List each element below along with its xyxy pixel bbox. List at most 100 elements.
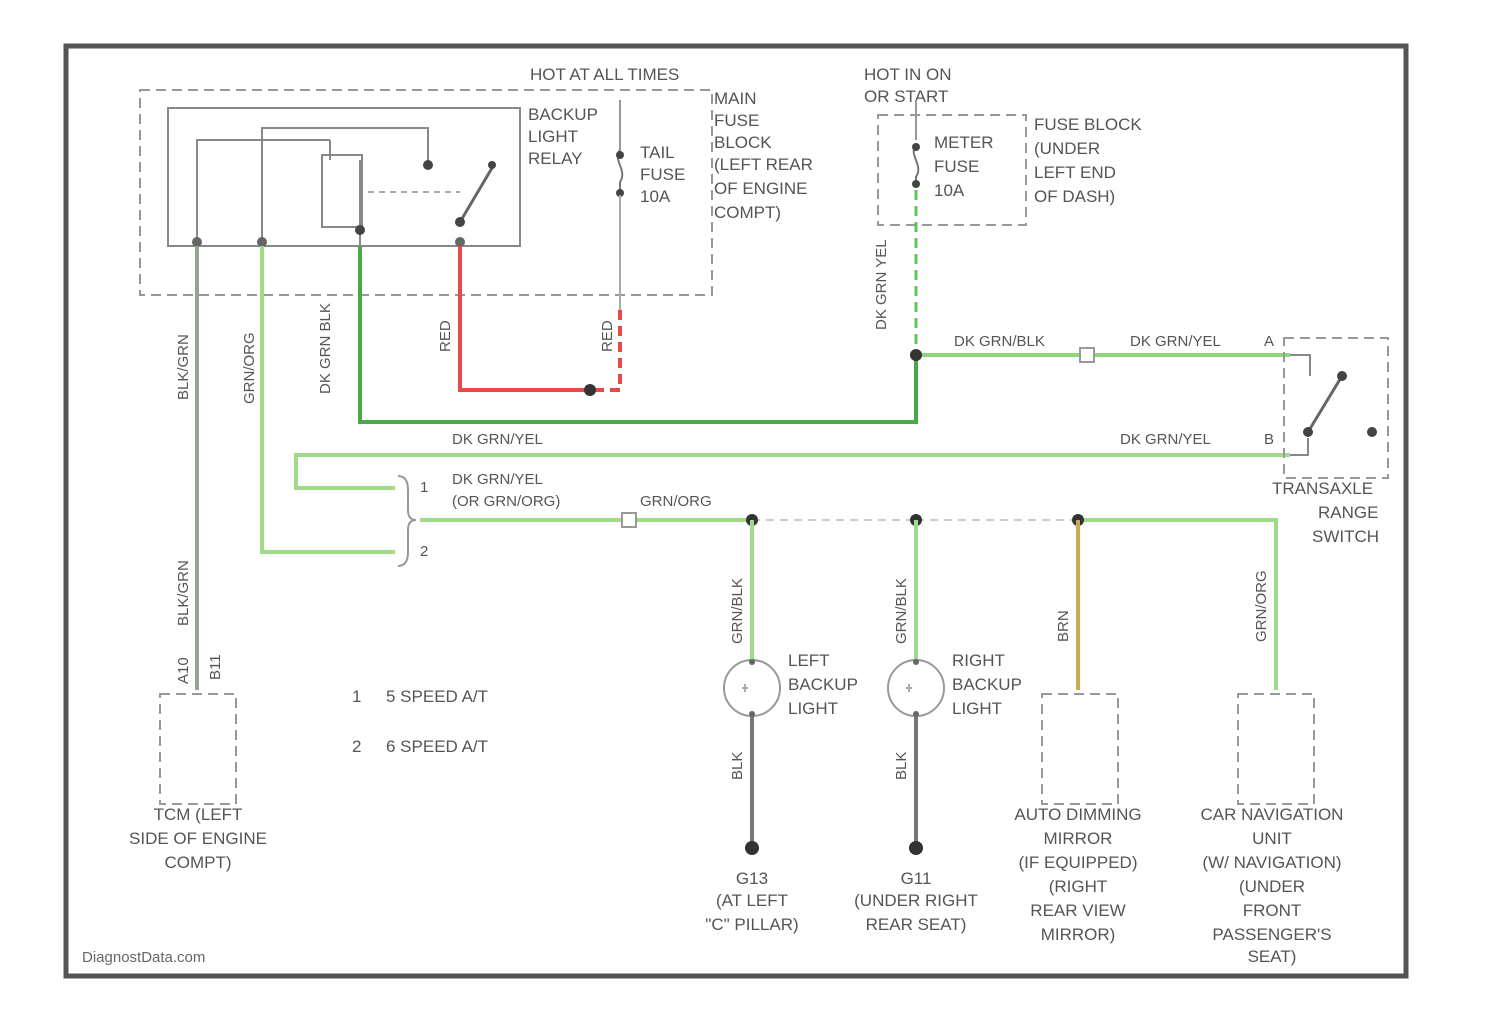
right-backup-label-3: LIGHT	[952, 699, 1002, 718]
wire-label-grn-blk-right: GRN/BLK	[893, 578, 910, 644]
main-fuse-block-label-3: BLOCK	[714, 133, 772, 152]
tail-fuse-label-1: TAIL	[640, 143, 675, 162]
left-backup-label-1: LEFT	[788, 651, 830, 670]
dash-fuse-block-label-1: FUSE BLOCK	[1034, 115, 1142, 134]
meter-fuse-label-3: 10A	[934, 181, 965, 200]
transaxle-switch-box	[1284, 338, 1388, 478]
legend-text-2: 6 SPEED A/T	[386, 737, 488, 756]
wire-bus-nav	[1078, 520, 1276, 690]
relay-contact-3	[488, 161, 496, 169]
tail-fuse-label-3: 10A	[640, 187, 671, 206]
g13-label-3: "C" PILLAR)	[705, 915, 798, 934]
wire-label-a: A	[1264, 333, 1274, 350]
legend-num-1: 1	[352, 687, 361, 706]
wire-label-b: B	[1264, 431, 1274, 448]
mirror-label-1: AUTO DIMMING	[1014, 805, 1141, 824]
wire-label-red-1: RED	[437, 320, 454, 352]
tail-fuse-dot-1	[616, 151, 624, 159]
meter-fuse-dot-1	[912, 143, 920, 151]
wire-label-dk-grn-blk: DK GRN BLK	[317, 303, 334, 394]
mirror-label-6: MIRROR)	[1041, 925, 1116, 944]
watermark: DiagnostData.com	[82, 949, 205, 966]
wire-label-a10: A10	[175, 657, 192, 684]
transaxle-label-1: TRANSAXLE	[1272, 479, 1373, 498]
main-fuse-block-label-6: COMPT)	[714, 203, 781, 222]
relay-contact-1	[423, 160, 433, 170]
wire-label-dk-grn-yel-vert: DK GRN YEL	[873, 239, 890, 330]
tcm-label-3: COMPT)	[164, 853, 231, 872]
main-fuse-block-label-2: FUSE	[714, 111, 759, 130]
relay-pin-2	[257, 237, 267, 247]
relay-label-2: LIGHT	[528, 127, 578, 146]
wire-label-dk-grn-yel-h3: DK GRN/YEL	[1120, 431, 1211, 448]
relay-contact-2	[455, 217, 465, 227]
dash-fuse-block-label-3: LEFT END	[1034, 163, 1116, 182]
relay-internal-wiring	[197, 128, 428, 246]
relay-coil	[322, 155, 362, 227]
wire-label-dk-grn-yel-alt1: DK GRN/YEL	[452, 471, 543, 488]
left-backup-label-3: LIGHT	[788, 699, 838, 718]
g11-label-2: (UNDER RIGHT	[854, 891, 978, 910]
splice-bracket	[398, 476, 416, 566]
nav-label-6: PASSENGER'S	[1212, 925, 1331, 944]
nav-label-7: SEAT)	[1248, 947, 1297, 966]
nav-label-4: (UNDER	[1239, 877, 1305, 896]
wire-label-b11: B11	[207, 654, 224, 680]
mirror-label-3: (IF EQUIPPED)	[1018, 853, 1137, 872]
relay-label-3: RELAY	[528, 149, 583, 168]
tail-fuse-label-2: FUSE	[640, 165, 685, 184]
wire-label-grn-org-h: GRN/ORG	[640, 493, 712, 510]
g11-label-3: REAR SEAT)	[866, 915, 967, 934]
wire-label-blk-grn: BLK/GRN	[175, 334, 192, 400]
main-fuse-block-label-1: MAIN	[714, 89, 757, 108]
transaxle-contact-2	[1303, 427, 1313, 437]
mirror-label-5: REAR VIEW	[1030, 901, 1125, 920]
wire-label-dk-grn-blk-h: DK GRN/BLK	[954, 333, 1045, 350]
meter-fuse-dot-2	[912, 180, 920, 188]
main-fuse-block-label-4: (LEFT REAR	[714, 155, 813, 174]
mirror-label-2: MIRROR	[1044, 829, 1113, 848]
wire-label-grn-org-r: GRN/ORG	[1253, 570, 1270, 642]
right-backup-light-bulb	[888, 659, 944, 717]
wire-red-relay	[460, 246, 590, 390]
nav-box	[1238, 694, 1314, 804]
wire-label-brn: BRN	[1055, 610, 1072, 642]
dash-fuse-block-label-2: (UNDER	[1034, 139, 1100, 158]
nav-label-3: (W/ NAVIGATION)	[1202, 853, 1341, 872]
left-backup-light-bulb	[724, 659, 780, 717]
legend-text-1: 5 SPEED A/T	[386, 687, 488, 706]
g11-label-1: G11	[901, 869, 932, 888]
tcm-label-1: TCM (LEFT	[154, 805, 243, 824]
transaxle-label-3: SWITCH	[1312, 527, 1379, 546]
splice-num-2: 2	[420, 543, 428, 560]
main-fuse-block-label-5: OF ENGINE	[714, 179, 808, 198]
red-splice	[584, 384, 596, 396]
meter-fuse-label-1: METER	[934, 133, 994, 152]
wire-grn-org-relay	[262, 246, 395, 552]
hot-in-on-label: HOT IN ON	[864, 65, 952, 84]
wire-label-grn-blk-left: GRN/BLK	[729, 578, 746, 644]
relay-label-1: BACKUP	[528, 105, 598, 124]
wire-label-grn-org: GRN/ORG	[241, 332, 258, 404]
wire-label-dk-grn-yel-alt2: (OR GRN/ORG)	[452, 493, 560, 510]
transaxle-contact-1	[1337, 371, 1347, 381]
wire-label-dk-grn-yel-h2: DK GRN/YEL	[452, 431, 543, 448]
or-start-label: OR START	[864, 87, 948, 106]
meter-splice	[910, 349, 922, 361]
wire-label-blk-2: BLK	[893, 752, 910, 780]
transaxle-contact-3	[1367, 427, 1377, 437]
ground-g11	[909, 841, 923, 855]
tcm-label-2: SIDE OF ENGINE	[129, 829, 267, 848]
connector-2	[622, 513, 636, 527]
transaxle-switch-arm	[1308, 376, 1342, 432]
legend-num-2: 2	[352, 737, 361, 756]
hot-at-all-times-label: HOT AT ALL TIMES	[530, 65, 679, 84]
relay-pin-4	[455, 237, 465, 247]
relay-pin-1	[192, 237, 202, 247]
right-backup-label-1: RIGHT	[952, 651, 1005, 670]
ground-g13	[745, 841, 759, 855]
wire-label-red-2: RED	[599, 320, 616, 352]
wire-label-blk-1: BLK	[729, 752, 746, 780]
splice-num-1: 1	[420, 479, 428, 496]
